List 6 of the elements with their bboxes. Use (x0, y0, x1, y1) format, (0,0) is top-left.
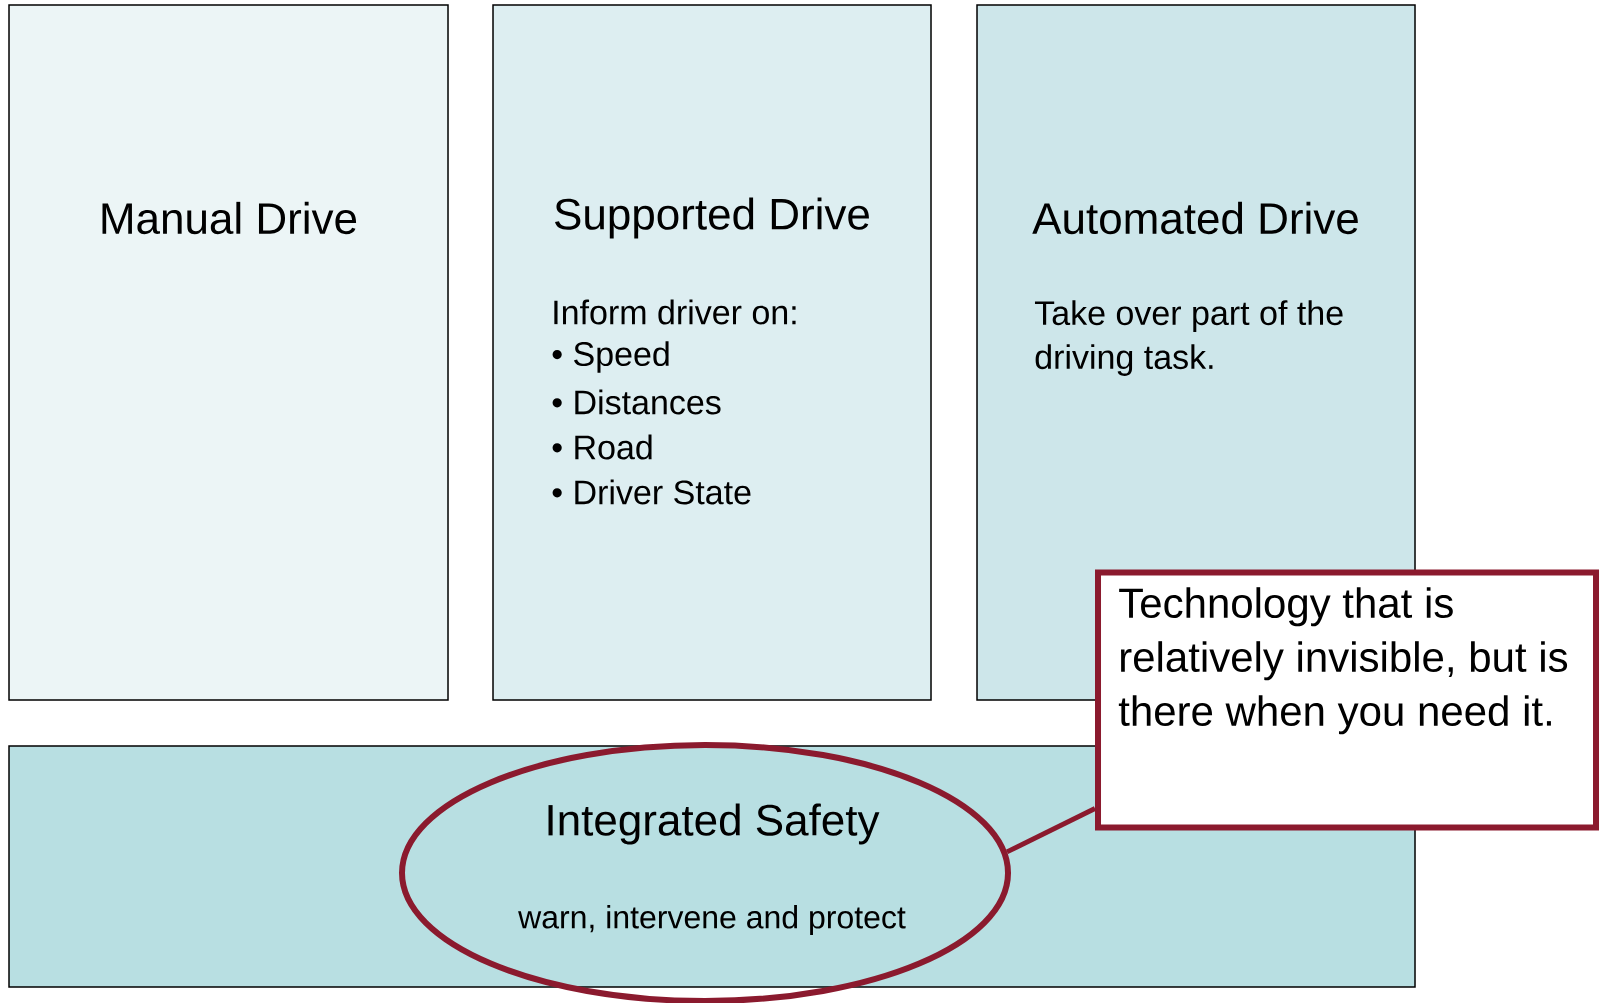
ellipse-highlight: Integrated Safety warn, intervene and protect (399, 742, 1011, 1003)
drive-box: Supported Drive Inform driver on: • Speed • Distances • Road • Driver State (492, 4, 932, 701)
callout-box: Technology that is relatively invisible, but is there when you need it. (1095, 569, 1599, 831)
drive-box: Manual Drive (8, 4, 449, 701)
leader-line (1005, 806, 1097, 855)
band (8, 745, 1416, 988)
